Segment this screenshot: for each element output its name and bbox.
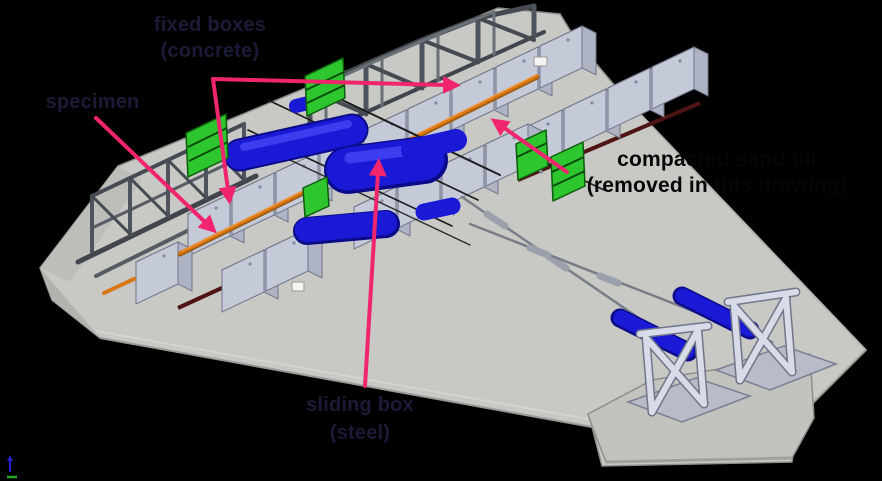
a-frame-supports	[625, 287, 839, 423]
sand-fill-label-line1: compacted sand fill	[617, 148, 817, 171]
green-panel	[185, 113, 229, 178]
sliding-box-label-line1: sliding box	[306, 394, 414, 416]
axis-triad-icon	[7, 455, 17, 479]
green-panel	[302, 176, 330, 218]
fixed-boxes-label-line2: (concrete)	[160, 40, 260, 62]
annotation-arrow-sliding-box	[363, 158, 387, 388]
annotation-arrow-sand-fill	[490, 118, 569, 174]
specimen-label: specimen	[35, 89, 150, 115]
sand-fill-label-line2: (removed in this drawing)	[586, 174, 848, 197]
compacted-sand-fill-label: compacted sand fill (removed in this dra…	[571, 147, 863, 199]
sliding-box-label: sliding box (steel)	[280, 391, 440, 447]
annotation-arrow-fixed-boxes-left	[211, 77, 237, 205]
fixed-boxes-label: fixed boxes (concrete)	[110, 12, 310, 64]
white-block	[533, 56, 548, 67]
baseline-maroon	[517, 101, 701, 182]
annotation-arrow-fixed-boxes-right	[211, 75, 461, 94]
fixed-boxes-label-line1: fixed boxes	[153, 14, 267, 36]
portal-frame-top	[298, 3, 546, 144]
green-panel	[304, 57, 346, 117]
sliding-box-label-line2: (steel)	[329, 422, 391, 444]
annotation-arrow-specimen	[94, 116, 217, 234]
white-block	[291, 281, 305, 292]
specimen-label-text: specimen	[45, 91, 140, 113]
fixed-boxes-right-cluster	[517, 46, 709, 182]
